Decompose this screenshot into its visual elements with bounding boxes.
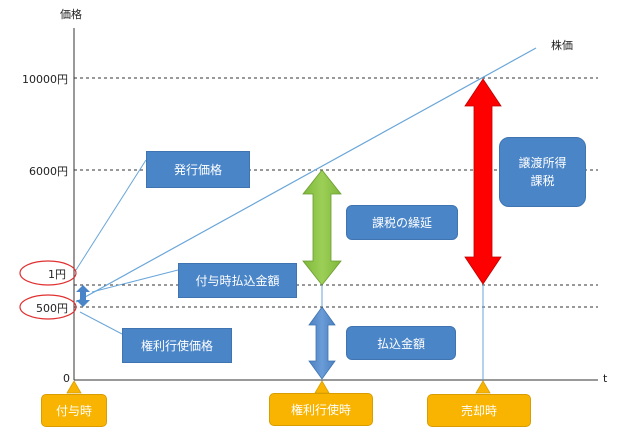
time-point-exercise: 権利行使時 (269, 393, 373, 426)
transfer-tax-box: 譲渡所得 課税 (499, 137, 586, 207)
deferral-box: 課税の繰延 (346, 205, 458, 240)
transfer-tax-line-2: 課税 (530, 174, 555, 188)
transfer-tax-double-arrow (464, 78, 502, 285)
marker-sale (475, 380, 491, 394)
paid-in-double-arrow (308, 306, 336, 380)
tick-0: 0 (63, 372, 70, 385)
time-point-sale: 売却時 (427, 394, 531, 427)
leader-issue-price (75, 159, 147, 271)
transfer-tax-line-1: 譲渡所得 (518, 156, 567, 170)
tick-500: 500円 (36, 302, 68, 315)
marker-grant (66, 380, 82, 394)
highlight-ellipse-500yen (19, 294, 77, 320)
grant-small-double-arrow (76, 285, 90, 307)
deferral-double-arrow (302, 169, 342, 286)
issue-price-box: 発行価格 (146, 151, 250, 188)
line-label-stock-price: 株価 (551, 39, 573, 52)
grant-payment-box: 付与時払込金額 (178, 263, 297, 298)
tick-1: 1円 (48, 268, 66, 281)
tick-6000: 6000円 (29, 165, 68, 178)
time-point-grant: 付与時 (41, 394, 107, 427)
tick-10000: 10000円 (22, 73, 68, 86)
leader-exercise-price (79, 311, 123, 335)
x-axis-label: t (603, 372, 608, 385)
y-axis-label: 価格 (60, 8, 82, 21)
highlight-ellipse-1yen (19, 260, 77, 286)
paid-in-box: 払込金額 (346, 326, 456, 360)
stock-price-line (75, 47, 537, 303)
exercise-price-box: 権利行使価格 (122, 328, 232, 363)
marker-exercise (314, 380, 330, 394)
leader-grant-payment (91, 269, 179, 293)
